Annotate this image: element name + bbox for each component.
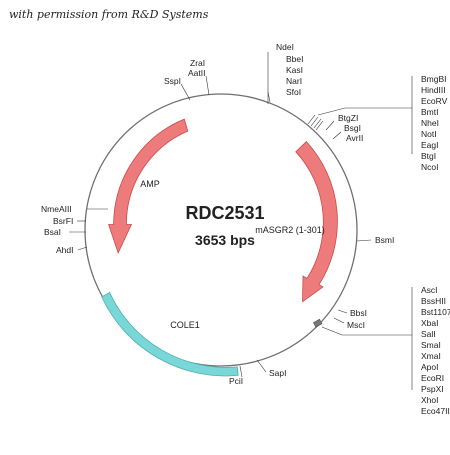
permission-caption: with permission from R&D Systems xyxy=(9,8,209,21)
site-list-item: EcoRV xyxy=(421,96,448,106)
amp-arrow xyxy=(108,118,189,254)
site-bsai: BsaI xyxy=(44,227,61,237)
site-ndei: NdeI xyxy=(276,42,294,52)
site-nmeaiii: NmeAIII xyxy=(41,204,72,214)
site-bbsi: BbsI xyxy=(350,308,367,318)
site-list-item: NotI xyxy=(421,129,437,139)
site-pcii: PciI xyxy=(229,376,243,386)
insert-label: mASGR2 (1-301) xyxy=(255,225,325,235)
site-msci: MscI xyxy=(347,320,365,330)
site-list-item: BmtI xyxy=(421,107,438,117)
site-kasi: KasI xyxy=(286,65,303,75)
site-sfoi: SfoI xyxy=(286,87,301,97)
backbone-circle xyxy=(84,93,358,367)
site-avrii: AvrII xyxy=(346,133,363,143)
masgr2-insert-arrow xyxy=(295,141,338,303)
cole1-label: COLE1 xyxy=(170,320,200,330)
site-list-item: PspXI xyxy=(421,384,444,394)
site-list-item: XbaI xyxy=(421,318,439,328)
site-list-item: BmgBI xyxy=(421,74,447,84)
site-btgzi: BtgZI xyxy=(338,113,358,123)
amp-label: AMP xyxy=(140,179,160,189)
site-list-item: AscI xyxy=(421,285,438,295)
site-list-item: XhoI xyxy=(421,395,439,405)
site-zrai: ZraI xyxy=(190,58,205,68)
site-bsrfi: BsrFI xyxy=(53,216,73,226)
site-sspi: SspI xyxy=(164,76,181,86)
site-sapi: SapI xyxy=(269,368,287,378)
plasmid-size: 3653 bps xyxy=(195,232,255,248)
site-list-item: BtgI xyxy=(421,151,436,161)
site-list-item: SalI xyxy=(421,329,436,339)
site-list-item: SmaI xyxy=(421,340,441,350)
cluster-ticks-lower-right xyxy=(313,318,323,328)
site-list-right-top: BmgBI HindIII EcoRV BmtI NheI NotI EagI … xyxy=(421,74,448,172)
site-list-item: NheI xyxy=(421,118,439,128)
site-bsmi: BsmI xyxy=(375,235,394,245)
leader-lines xyxy=(69,52,413,390)
site-list-right-bottom: AscI BssHII Bst1107I XbaI SalI SmaI XmaI… xyxy=(421,285,450,416)
site-list-item: Eco47III xyxy=(421,406,450,416)
site-list-item: EagI xyxy=(421,140,439,150)
site-list-item: Bst1107I xyxy=(421,307,450,317)
site-list-item: NcoI xyxy=(421,162,438,172)
site-list-item: ApoI xyxy=(421,362,439,372)
site-bsgi: BsgI xyxy=(344,123,361,133)
site-nari: NarI xyxy=(286,76,302,86)
site-bbei: BbeI xyxy=(286,54,304,64)
cluster-ticks-upper-right xyxy=(307,114,324,131)
cole1-origin-band xyxy=(101,291,239,377)
site-ahdi: AhdI xyxy=(56,245,74,255)
plasmid-name: RDC2531 xyxy=(185,203,264,223)
site-list-item: HindIII xyxy=(421,85,446,95)
site-list-item: EcoRI xyxy=(421,373,444,383)
site-list-item: BssHII xyxy=(421,296,446,306)
site-aatii: AatII xyxy=(188,68,205,78)
site-list-item: XmaI xyxy=(421,351,441,361)
